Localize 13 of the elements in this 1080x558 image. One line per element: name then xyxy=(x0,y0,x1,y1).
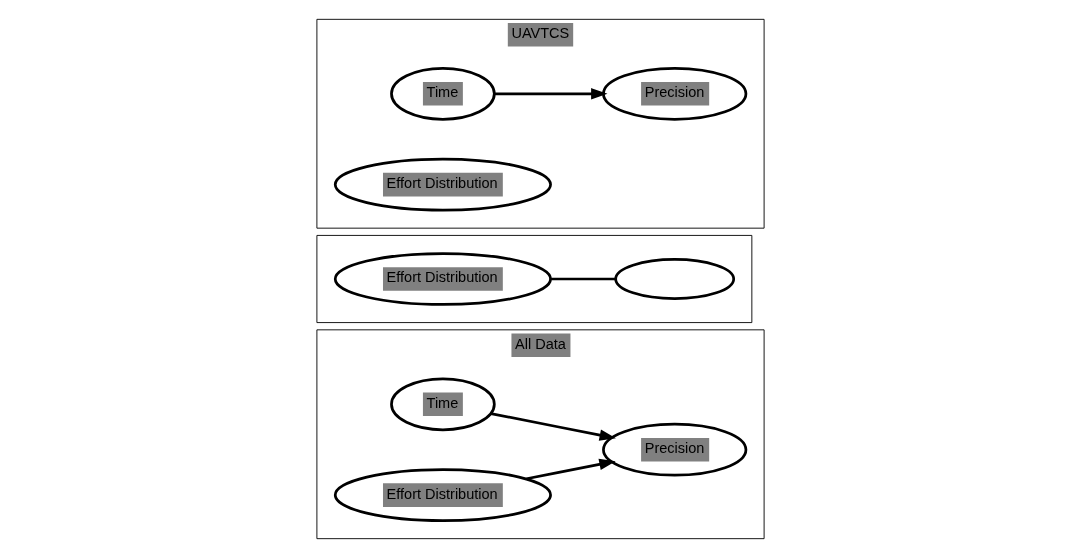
node-ellipse: Effort Distribution xyxy=(333,157,552,212)
arrow xyxy=(525,458,616,481)
node-ellipse xyxy=(613,258,735,300)
node-ellipse: Precision xyxy=(601,422,747,477)
arrow xyxy=(493,88,607,100)
node-ellipse: Time xyxy=(389,66,496,121)
node-ellipse: Effort Distribution xyxy=(333,468,552,522)
node-ellipse: Time xyxy=(389,377,496,432)
node-ellipse: Precision xyxy=(601,66,747,121)
connector xyxy=(550,277,616,281)
cluster xyxy=(315,234,752,324)
node-ellipse: Effort Distribution xyxy=(333,252,552,306)
arrow xyxy=(490,412,616,441)
